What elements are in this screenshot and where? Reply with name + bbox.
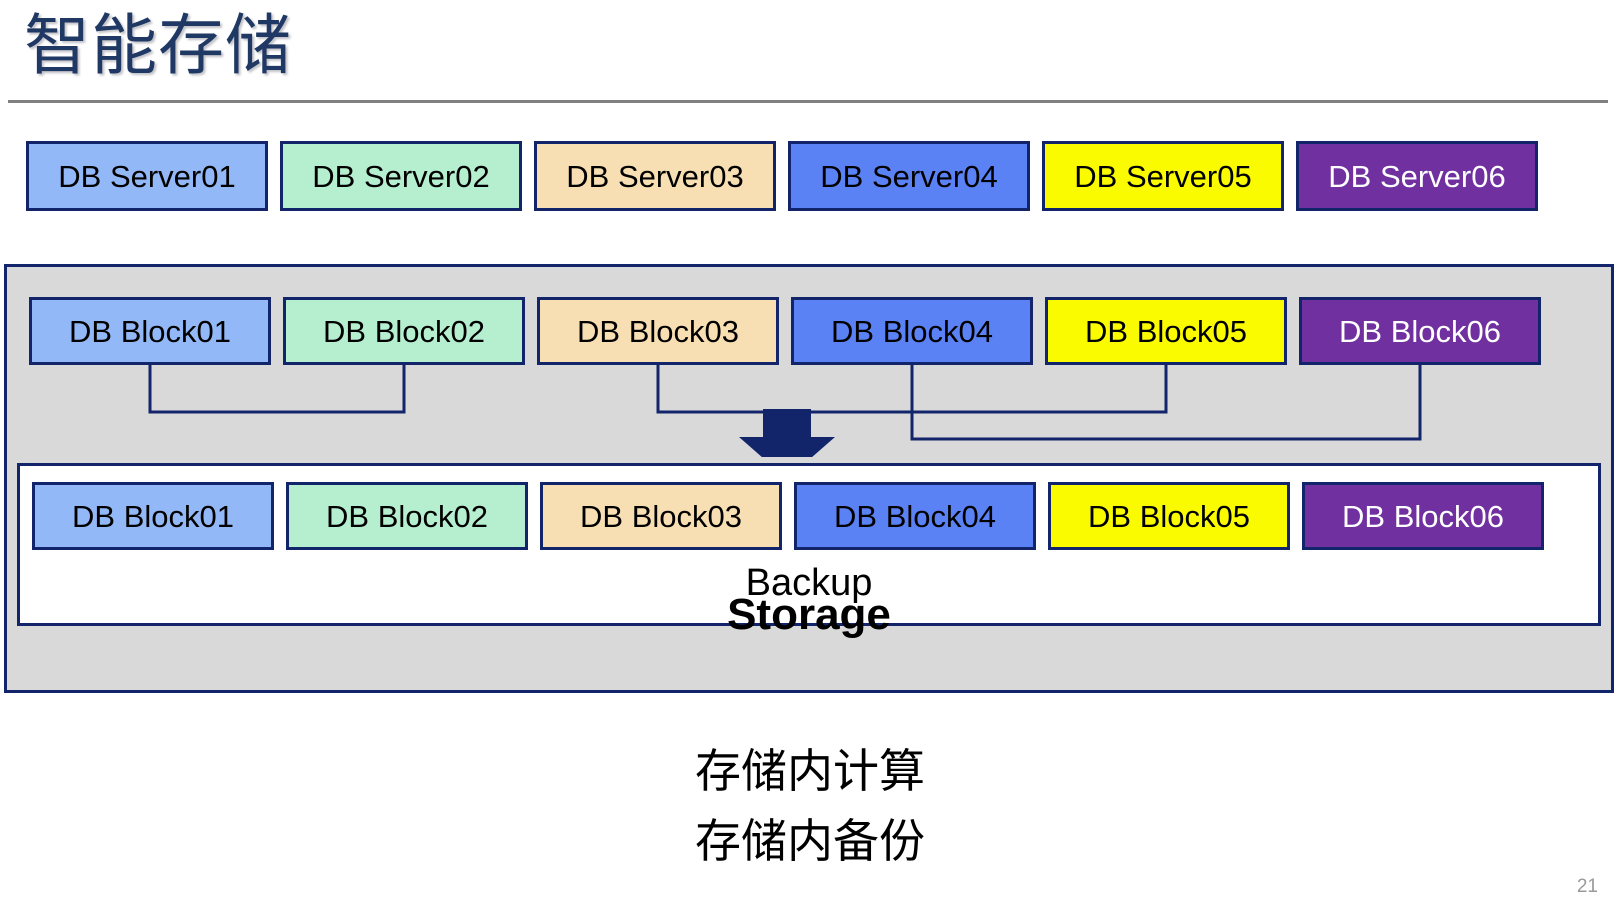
db-block-box-6: DB Block06 bbox=[1299, 297, 1541, 365]
title-divider bbox=[8, 100, 1608, 103]
caption-in-storage-compute: 存储内计算 bbox=[695, 745, 925, 797]
db-block-box-4: DB Block04 bbox=[791, 297, 1033, 365]
db-block-box-1: DB Block01 bbox=[29, 297, 271, 365]
db-server-box-label: DB Server03 bbox=[566, 158, 744, 194]
connector-db-block03-to-db-block05 bbox=[656, 365, 1168, 414]
backup-block-box-3: DB Block03 bbox=[540, 482, 782, 550]
db-server-box-5: DB Server05 bbox=[1042, 141, 1284, 211]
storage-container: DB Block01 DB Block02 DB Block03 DB Block04… bbox=[4, 264, 1614, 693]
backup-block-box-label: DB Block03 bbox=[580, 498, 742, 534]
backup-block-box-1: DB Block01 bbox=[32, 482, 274, 550]
backup-box: DB Block01 DB Block02 DB Block03 DB Block04… bbox=[17, 463, 1601, 626]
db-block-box-label: DB Block03 bbox=[577, 313, 739, 349]
backup-block-box-5: DB Block05 bbox=[1048, 482, 1290, 550]
backup-block-box-label: DB Block05 bbox=[1088, 498, 1250, 534]
db-block-box-label: DB Block06 bbox=[1339, 313, 1501, 349]
backup-label: Backup bbox=[745, 562, 873, 604]
db-block-box-label: DB Block05 bbox=[1085, 313, 1247, 349]
db-block-box-label: DB Block01 bbox=[69, 313, 231, 349]
db-server-box-label: DB Server05 bbox=[1074, 158, 1252, 194]
backup-block-box-label: DB Block01 bbox=[72, 498, 234, 534]
storage-label: Storage bbox=[727, 590, 891, 639]
backup-block-box-label: DB Block06 bbox=[1342, 498, 1504, 534]
backup-block-box-4: DB Block04 bbox=[794, 482, 1036, 550]
connector-db-block04-to-db-block06 bbox=[910, 365, 1422, 441]
backup-block-box-6: DB Block06 bbox=[1302, 482, 1544, 550]
backup-block-box-label: DB Block02 bbox=[326, 498, 488, 534]
db-server-box-3: DB Server03 bbox=[534, 141, 776, 211]
db-server-box-label: DB Server01 bbox=[58, 158, 236, 194]
db-server-box-6: DB Server06 bbox=[1296, 141, 1538, 211]
page-title: 智能存储 bbox=[24, 8, 292, 82]
db-server-box-2: DB Server02 bbox=[280, 141, 522, 211]
down-arrow-icon bbox=[739, 409, 835, 457]
db-server-box-label: DB Server02 bbox=[312, 158, 490, 194]
db-block-box-2: DB Block02 bbox=[283, 297, 525, 365]
db-block-box-3: DB Block03 bbox=[537, 297, 779, 365]
db-block-box-label: DB Block04 bbox=[831, 313, 993, 349]
db-block-box-5: DB Block05 bbox=[1045, 297, 1287, 365]
db-server-box-4: DB Server04 bbox=[788, 141, 1030, 211]
backup-block-box-label: DB Block04 bbox=[834, 498, 996, 534]
db-server-box-label: DB Server04 bbox=[820, 158, 998, 194]
connector-db-block01-to-db-block02 bbox=[148, 365, 406, 414]
page-number: 21 bbox=[1576, 876, 1598, 897]
backup-block-box-2: DB Block02 bbox=[286, 482, 528, 550]
caption-in-storage-backup: 存储内备份 bbox=[695, 815, 925, 867]
db-server-box-1: DB Server01 bbox=[26, 141, 268, 211]
db-server-box-label: DB Server06 bbox=[1328, 158, 1506, 194]
db-block-box-label: DB Block02 bbox=[323, 313, 485, 349]
